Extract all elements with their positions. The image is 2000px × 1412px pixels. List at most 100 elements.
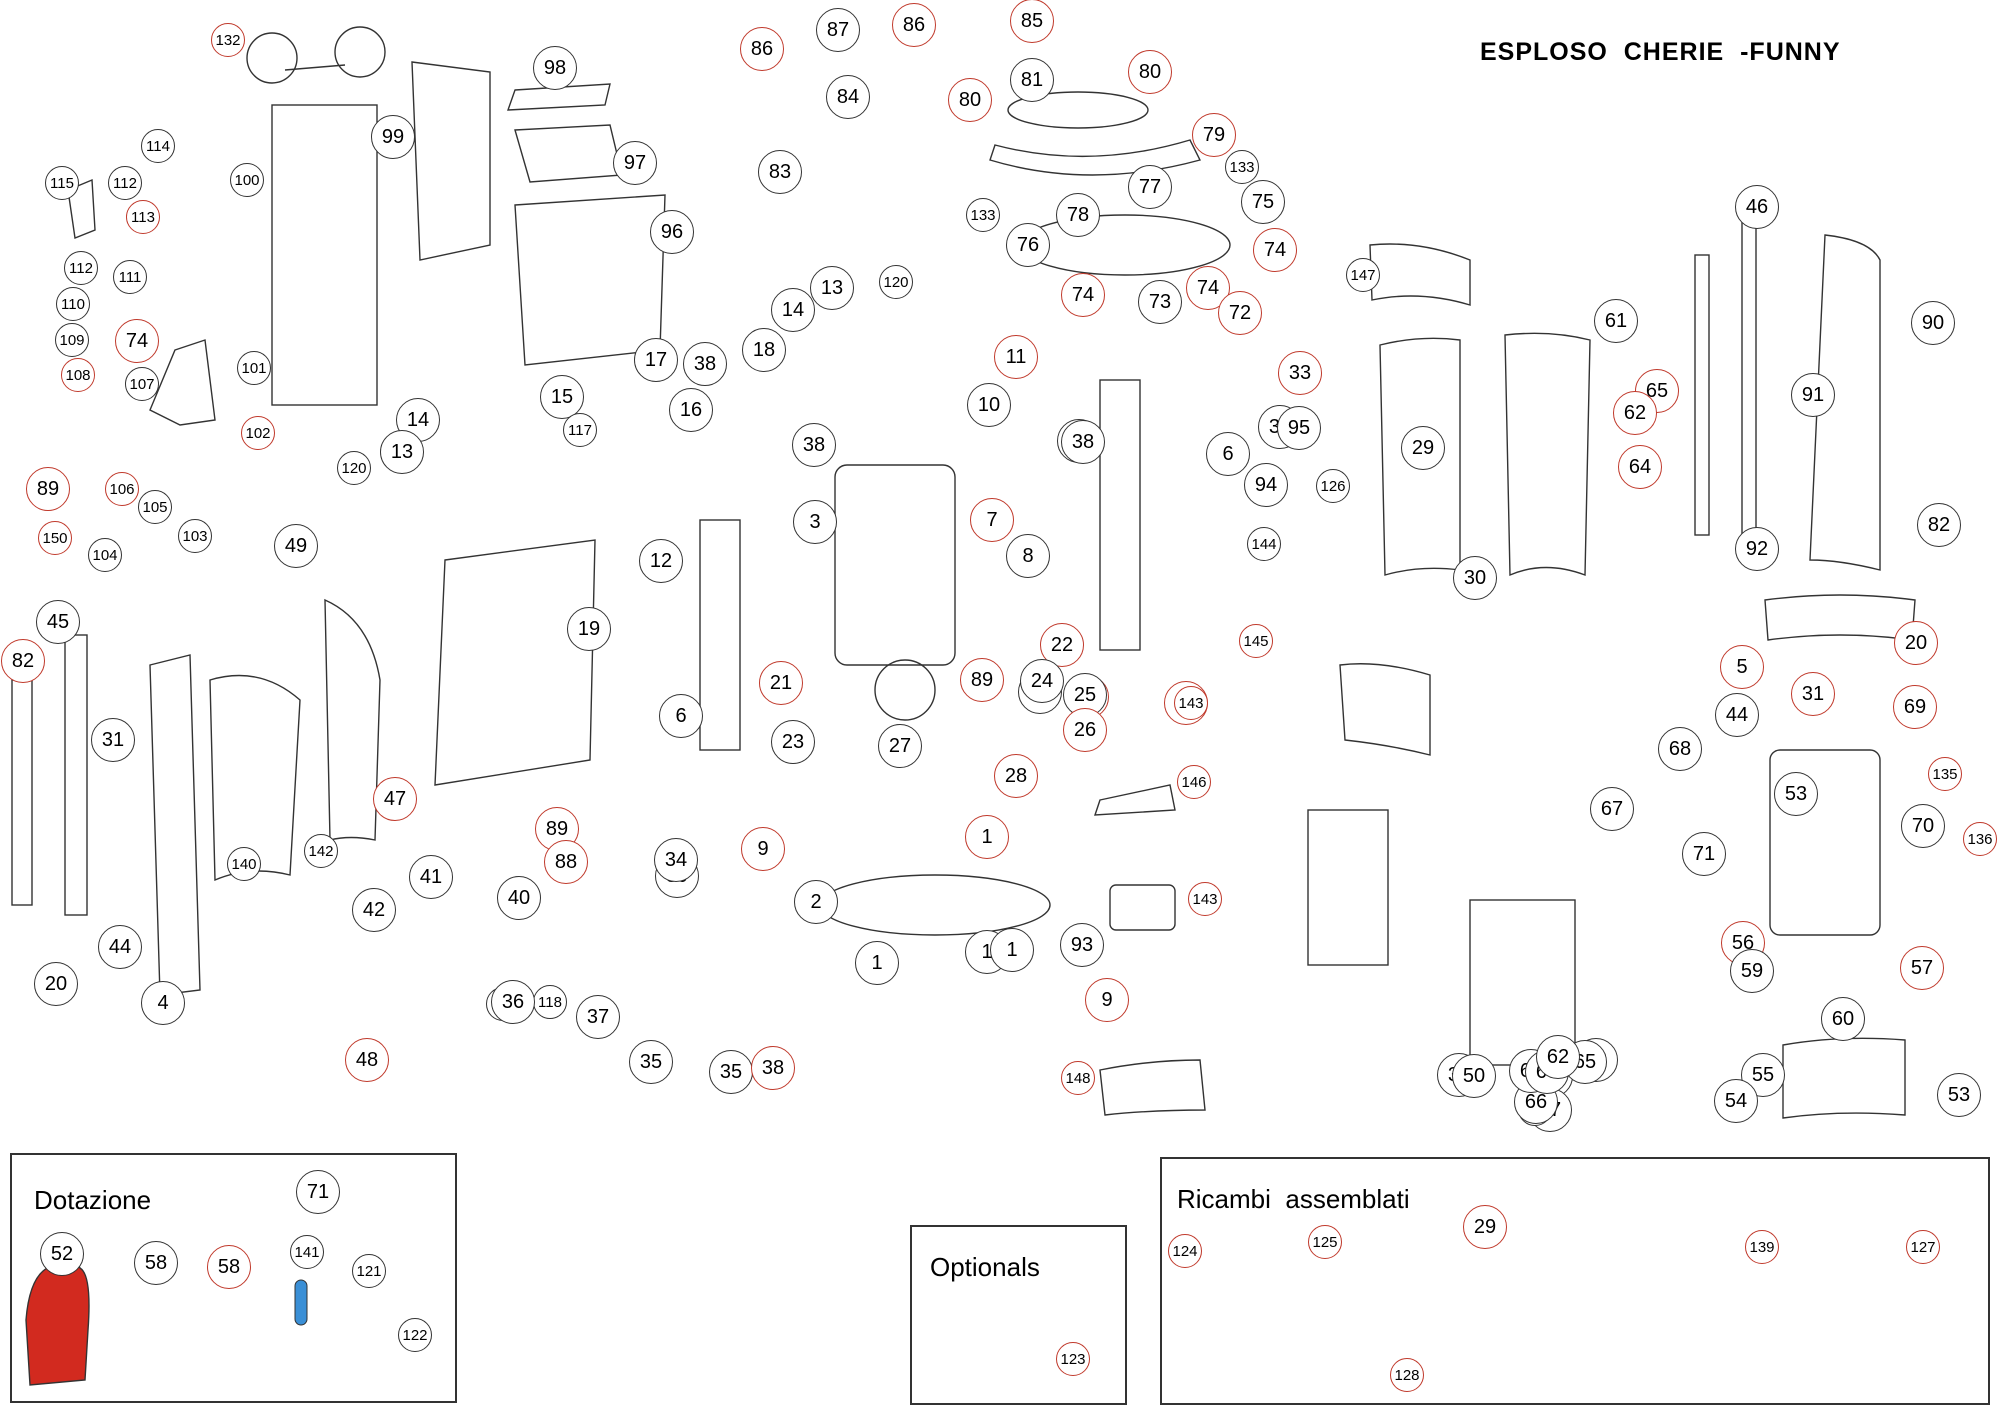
callout-83: 83 (758, 150, 802, 194)
ricambi-label: Ricambi assemblati (1177, 1184, 1410, 1214)
callout-38: 38 (1061, 420, 1105, 464)
callout-74: 74 (1186, 266, 1230, 310)
callout-84: 84 (826, 75, 870, 119)
callout-48: 48 (345, 1038, 389, 1082)
dotazione-box: Dotazione (10, 1153, 457, 1403)
callout-59: 59 (1730, 949, 1774, 993)
callout-76: 76 (1006, 223, 1050, 267)
callout-111: 111 (113, 260, 147, 294)
callout-41: 41 (409, 855, 453, 899)
callout-75: 75 (1241, 180, 1285, 224)
callout-14: 14 (771, 288, 815, 332)
callout-38: 38 (792, 423, 836, 467)
callout-4: 4 (141, 981, 185, 1025)
callout-89: 89 (26, 467, 70, 511)
callout-74: 74 (1253, 228, 1297, 272)
callout-101: 101 (237, 351, 271, 385)
callout-99: 99 (371, 115, 415, 159)
callout-19: 19 (567, 607, 611, 651)
callout-13: 13 (810, 266, 854, 310)
callout-13: 13 (380, 430, 424, 474)
callout-70: 70 (1901, 804, 1945, 848)
callout-38: 38 (751, 1046, 795, 1090)
diagram-title: ESPLOSO CHERIE -FUNNY (1480, 38, 1841, 66)
callout-105: 105 (138, 490, 172, 524)
callout-44: 44 (1715, 693, 1759, 737)
callout-126: 126 (1316, 469, 1350, 503)
callout-16: 16 (669, 388, 713, 432)
callout-141: 141 (290, 1235, 324, 1269)
callout-37: 37 (576, 995, 620, 1039)
callout-104: 104 (88, 538, 122, 572)
callout-98: 98 (533, 46, 577, 90)
callout-58: 58 (134, 1241, 178, 1285)
callout-1: 1 (965, 815, 1009, 859)
callout-68: 68 (1658, 727, 1702, 771)
callout-82: 82 (1917, 503, 1961, 547)
callout-5: 5 (1720, 645, 1764, 689)
callout-114: 114 (141, 129, 175, 163)
callout-106: 106 (105, 472, 139, 506)
back-panel (271, 104, 378, 406)
callout-93: 93 (1060, 923, 1104, 967)
callout-74: 74 (1061, 273, 1105, 317)
callout-57: 57 (1900, 946, 1944, 990)
callout-85: 85 (1010, 0, 1054, 43)
callout-150: 150 (38, 521, 72, 555)
callout-89: 89 (960, 658, 1004, 702)
callout-95: 95 (1277, 406, 1321, 450)
callout-29: 29 (1463, 1205, 1507, 1249)
callout-38: 38 (683, 342, 727, 386)
callout-61: 61 (1594, 299, 1638, 343)
callout-147: 147 (1346, 258, 1380, 292)
callout-20: 20 (34, 962, 78, 1006)
callout-35: 35 (629, 1040, 673, 1084)
callout-80: 80 (948, 78, 992, 122)
callout-53: 53 (1774, 772, 1818, 816)
callout-44: 44 (98, 925, 142, 969)
callout-30: 30 (1453, 556, 1497, 600)
callout-120: 120 (879, 265, 913, 299)
callout-77: 77 (1128, 165, 1172, 209)
callout-124: 124 (1168, 1234, 1202, 1268)
callout-34: 34 (654, 838, 698, 882)
callout-36: 36 (491, 980, 535, 1024)
callout-18: 18 (742, 328, 786, 372)
callout-7: 7 (970, 498, 1014, 542)
callout-54: 54 (1714, 1079, 1758, 1123)
callout-21: 21 (759, 661, 803, 705)
callout-6: 6 (1206, 432, 1250, 476)
callout-112: 112 (108, 166, 142, 200)
callout-120: 120 (337, 451, 371, 485)
callout-78: 78 (1056, 193, 1100, 237)
callout-31: 31 (91, 718, 135, 762)
callout-125: 125 (1308, 1225, 1342, 1259)
callout-62: 62 (1613, 391, 1657, 435)
callout-96: 96 (650, 210, 694, 254)
callout-8: 8 (1006, 534, 1050, 578)
callout-115: 115 (45, 166, 79, 200)
callout-64: 64 (1618, 445, 1662, 489)
callout-103: 103 (178, 519, 212, 553)
callout-110: 110 (56, 287, 90, 321)
callout-29: 29 (1401, 426, 1445, 470)
callout-58: 58 (207, 1245, 251, 1289)
callout-15: 15 (540, 375, 584, 419)
callout-142: 142 (304, 834, 338, 868)
callout-148: 148 (1061, 1061, 1095, 1095)
callout-135: 135 (1928, 757, 1962, 791)
callout-145: 145 (1239, 624, 1273, 658)
callout-94: 94 (1244, 463, 1288, 507)
callout-112: 112 (64, 251, 98, 285)
callout-20: 20 (1894, 621, 1938, 665)
callout-33: 33 (1278, 351, 1322, 395)
callout-121: 121 (352, 1254, 386, 1288)
callout-74: 74 (115, 319, 159, 363)
callout-92: 92 (1735, 527, 1779, 571)
callout-117: 117 (563, 413, 597, 447)
callout-31: 31 (1791, 672, 1835, 716)
scraper-handle-icon (294, 1279, 308, 1326)
callout-52: 52 (40, 1232, 84, 1276)
callout-35: 35 (709, 1050, 753, 1094)
callout-86: 86 (892, 3, 936, 47)
